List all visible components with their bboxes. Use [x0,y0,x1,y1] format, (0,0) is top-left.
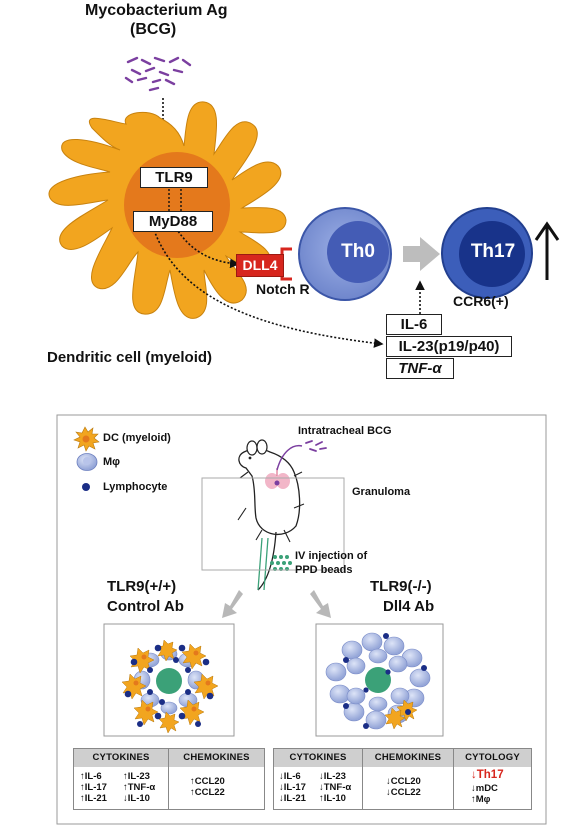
dll4-label: DLL4 [236,254,284,277]
antigen-title: Mycobacterium Ag [85,2,228,19]
dll4-cytokine-cell: ↓TNF-α [319,782,352,793]
right-branch-arrow [310,590,331,618]
notch-receptor-label: Notch R [256,281,310,297]
dll4-results-table: CYTOKINES CHEMOKINES CYTOLOGY ↓IL-6 ↓IL-… [273,748,532,810]
dendritic-cell-text: Dendritic cell [47,349,142,366]
dll4-chemokines-header: CHEMOKINES [363,749,453,767]
dll4-cytokine-cell: ↓IL-21 [279,793,306,804]
th17-label: Th17 [470,241,516,262]
dll4-cytokines-header: CYTOKINES [274,749,362,767]
ppd-beads-label: PPD beads [295,564,353,576]
dll4-chemokine-cell: ↓CCL22 [386,787,421,798]
ccr6-label: CCR6(+) [453,293,509,309]
legend-dc-subtext: (myeloid) [121,432,171,444]
legend-lymphocyte: Lymphocyte [103,481,168,493]
dll4-granuloma-icon [325,632,431,730]
ppd-bead-core [156,668,182,694]
control-cytokine-cell: ↑IL-23 [123,771,150,782]
dendritic-cell-subtext: (myeloid) [145,349,213,366]
tlr9-box: TLR9 [140,167,208,188]
dll4-title: TLR9(-/-) [370,578,432,595]
intratracheal-bcg-icon [305,440,327,452]
myd88-to-dll4-arrow [175,227,240,269]
control-subtitle: Control Ab [107,598,184,615]
control-title: TLR9(+/+) [107,578,177,595]
control-chemokine-cell: ↑CCL22 [190,787,225,798]
legend-dc-text: DC [103,432,119,444]
th0-label: Th0 [341,241,375,262]
myd88-box: MyD88 [133,211,213,232]
control-cytokine-cell: ↑IL-21 [80,793,107,804]
th0-nucleus [327,221,389,283]
control-chemokines-header: CHEMOKINES [169,749,264,767]
th17-nucleus [459,221,525,287]
intratracheal-label: Intratracheal BCG [298,425,392,437]
control-cytokine-cell: ↑TNF-α [123,782,156,793]
myd88-to-cytokines-arrow [153,229,384,348]
dll4-cytology-cell: ↑Mφ [471,794,491,805]
dll4-chemokine-cell: ↓CCL20 [386,776,421,787]
cytokine-tnf-box: TNF-α [386,358,454,379]
dendritic-cell-label: Dendritic cell (myeloid) [47,349,212,366]
increase-arrow-text: ↑ [530,222,550,267]
legend-mphi: Mφ [103,456,121,468]
cytokine-il23-box: IL-23(p19/p40) [386,336,512,357]
bcg-bacteria-icon [124,56,192,92]
left-branch-arrow [222,590,243,618]
dll4-subtitle: Dll4 Ab [383,598,435,615]
control-cytokines-header: CYTOKINES [74,749,168,767]
control-results-table: CYTOKINES CHEMOKINES ↑IL-6 ↑IL-17 ↑IL-21… [73,748,265,810]
dll4-cytology-header: CYTOLOGY [454,749,531,767]
dll4-th17-cell: ↓Th17 [471,769,504,781]
lymphocyte-legend-icon [82,483,90,491]
control-cytokine-cell: ↑IL-6 [80,771,102,782]
dc-legend-icon [73,426,100,452]
bcg-instillation-tube [276,444,303,471]
control-cytokine-cell: ↓IL-10 [123,793,150,804]
legend-dc: DC (myeloid) [103,432,171,444]
antigen-subtitle: (BCG) [130,21,177,38]
cytokine-il6-box: IL-6 [386,314,442,335]
dll4-cytokine-cell: ↓IL-17 [279,782,306,793]
dll4-cytokine-cell: ↓IL-23 [319,771,346,782]
dll4-cytokine-cell: ↑IL-10 [319,793,346,804]
differentiation-arrow [403,237,440,271]
control-cytokine-cell: ↑IL-17 [80,782,107,793]
granuloma-outline [201,477,345,571]
mouse-icon [237,439,305,591]
dll4-cytology-cell: ↓mDC [471,783,498,794]
control-chemokine-cell: ↑CCL20 [190,776,225,787]
granuloma-label: Granuloma [352,486,411,498]
iv-injection-icon [257,537,269,591]
dll4-cytokine-cell: ↓IL-6 [279,771,301,782]
increase-arrow-icon [534,221,560,280]
iv-injection-label: IV injection of [295,550,368,562]
control-granuloma-icon [121,639,219,734]
